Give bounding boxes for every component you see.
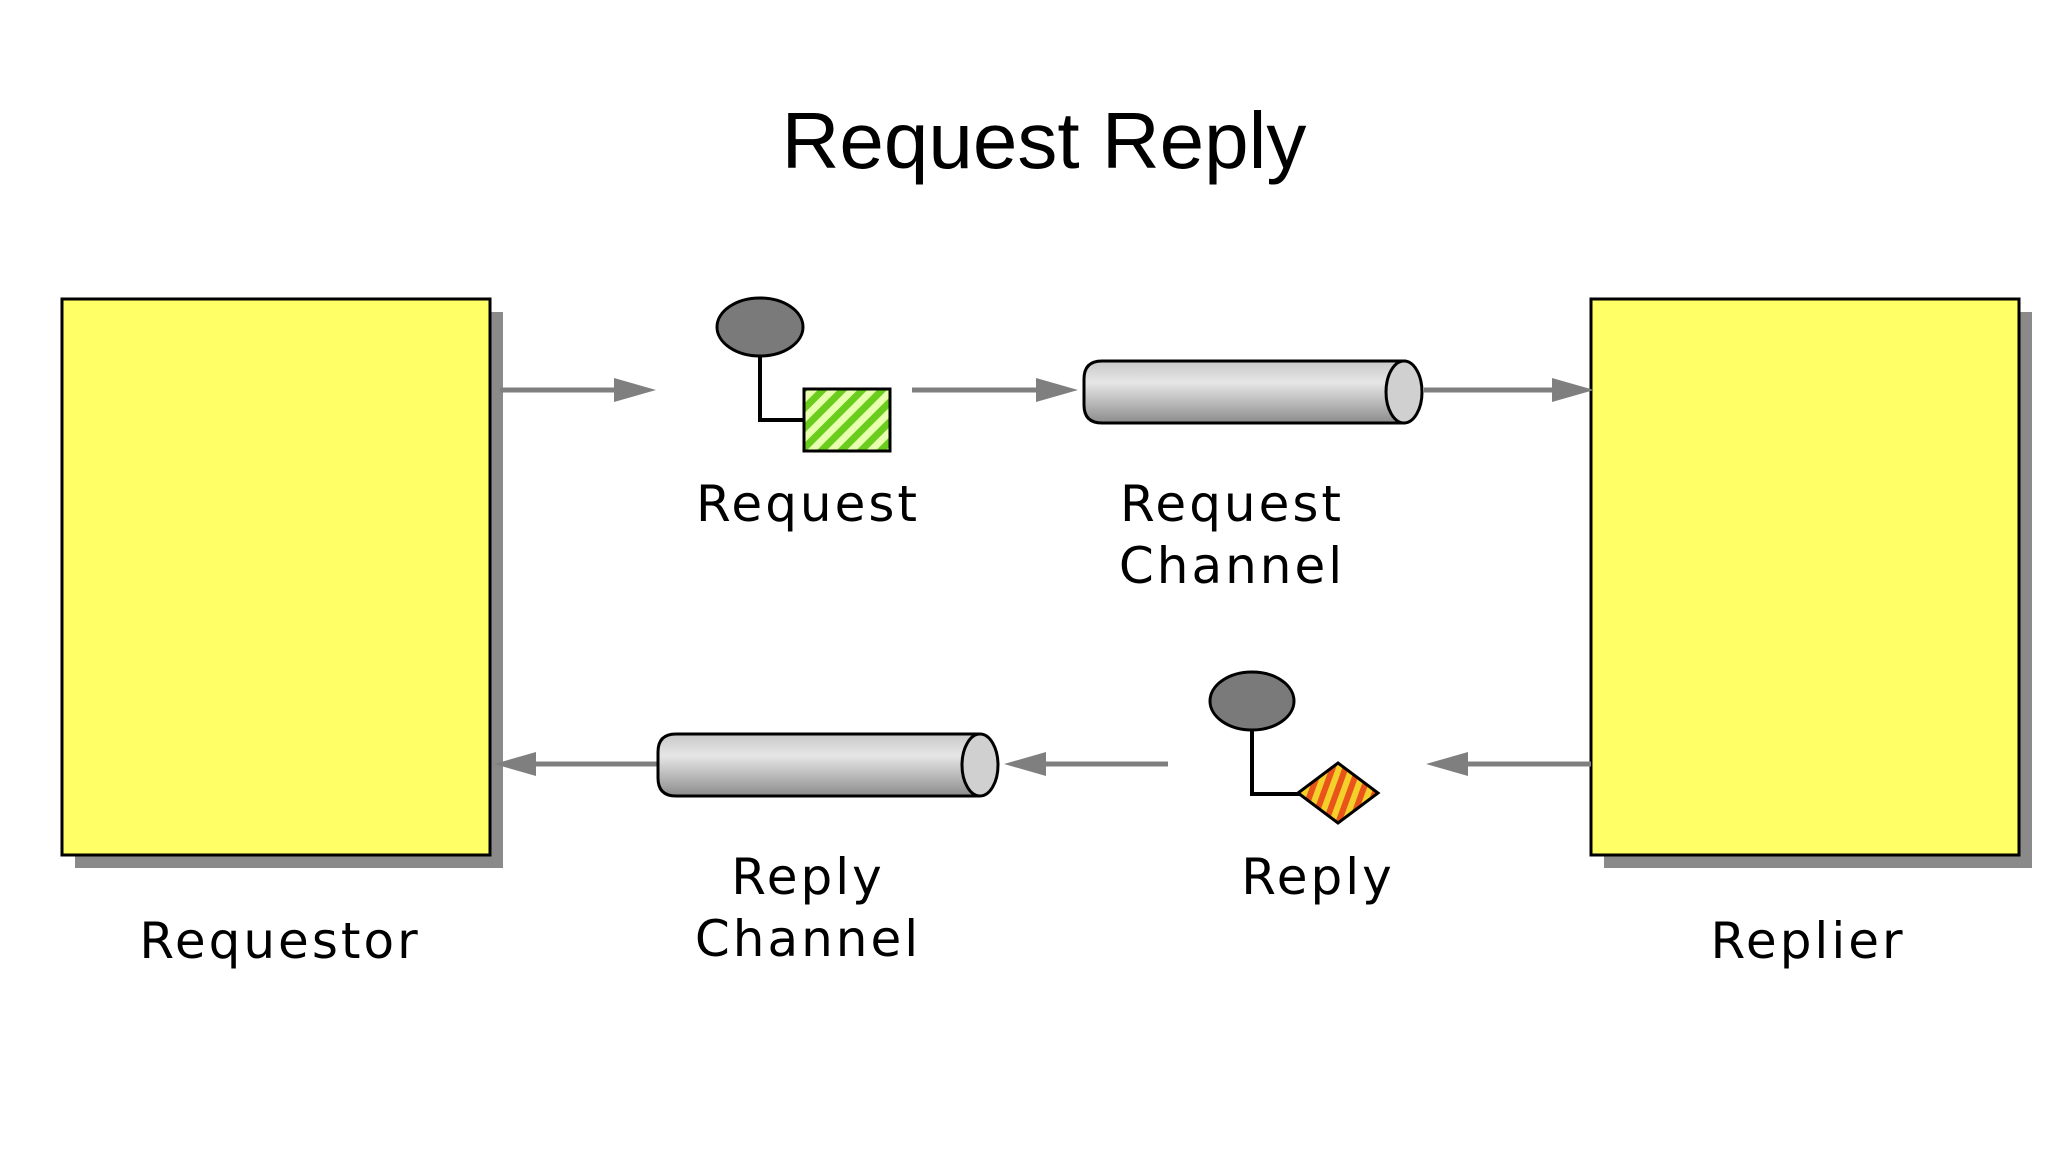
request-message-node: Request <box>696 296 920 533</box>
request-message-label: Request <box>696 475 920 533</box>
request-channel-label-line1: Request <box>1120 475 1344 533</box>
request-channel-pipe-body <box>1082 359 1406 425</box>
page-title: Request Reply <box>782 96 1307 185</box>
replier-node: Replier <box>1589 297 2032 970</box>
requestor-node: Requestor <box>60 297 503 970</box>
reply-message-label: Reply <box>1241 848 1394 906</box>
request-flow-arrows <box>500 378 1594 402</box>
reply-message-head <box>1208 670 1296 732</box>
request-message-stem <box>758 354 804 422</box>
reply-channel-label-line2: Channel <box>695 910 921 968</box>
pipe-channel-icon <box>656 732 1000 798</box>
reply-message-body <box>1295 761 1381 825</box>
reply-message-node: Reply <box>1208 670 1394 906</box>
arrowhead-requestor-to-request <box>614 378 656 402</box>
reply-channel-label-line1: Reply <box>731 848 884 906</box>
replier-label: Replier <box>1710 912 1905 970</box>
request-channel-label-line2: Channel <box>1119 537 1345 595</box>
reply-channel-node: Reply Channel <box>656 732 1000 968</box>
request-message-body <box>802 387 892 453</box>
reply-flow-arrows <box>494 752 1591 776</box>
reply-channel-pipe-end <box>960 732 1000 798</box>
arrowhead-channel-to-requestor <box>494 752 536 776</box>
arrowhead-replier-to-reply <box>1426 752 1468 776</box>
reply-channel-pipe-body <box>656 732 980 798</box>
requestor-label: Requestor <box>139 912 420 970</box>
arrowhead-channel-to-replier <box>1552 378 1594 402</box>
request-message-head <box>715 296 805 358</box>
arrowhead-request-to-channel <box>1036 378 1078 402</box>
requestor-box <box>60 297 492 857</box>
request-channel-pipe-end <box>1384 359 1424 425</box>
hatched-diamond-message-icon <box>1208 670 1381 825</box>
hatched-square-message-icon <box>715 296 892 453</box>
reply-message-stem <box>1250 728 1300 796</box>
pipe-channel-icon <box>1082 359 1424 425</box>
arrowhead-reply-to-channel <box>1004 752 1046 776</box>
request-channel-node: Request Channel <box>1082 359 1424 595</box>
replier-box <box>1589 297 2021 857</box>
